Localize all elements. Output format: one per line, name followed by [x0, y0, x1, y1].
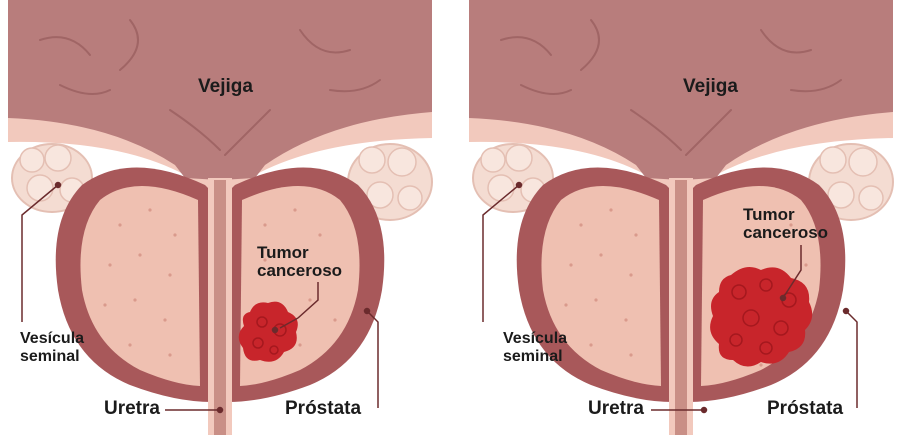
panel-small-tumor: Vejiga Tumor canceroso Vesícula seminal … [0, 0, 440, 435]
tumor-label-line1: Tumor [743, 206, 795, 225]
tumor-label-line1: Tumor [257, 244, 309, 263]
seminal-vesicle-label-line2: seminal [503, 348, 563, 366]
prostate-illustration [0, 0, 440, 435]
seminal-vesicle-label-line2: seminal [20, 348, 80, 366]
panel-large-tumor: Vejiga Tumor canceroso Vesícula seminal … [461, 0, 901, 435]
urethra-label: Uretra [588, 399, 644, 420]
bladder-label: Vejiga [683, 77, 738, 98]
seminal-vesicle-label-line1: Vesícula [20, 330, 84, 348]
prostate-label: Próstata [285, 399, 361, 420]
prostate-illustration [461, 0, 901, 435]
prostate-label: Próstata [767, 399, 843, 420]
tumor-label-line2: canceroso [743, 224, 828, 243]
tumor-label-line2: canceroso [257, 262, 342, 281]
seminal-vesicle-label-line1: Vesícula [503, 330, 567, 348]
urethra-label: Uretra [104, 399, 160, 420]
bladder-label: Vejiga [198, 77, 253, 98]
